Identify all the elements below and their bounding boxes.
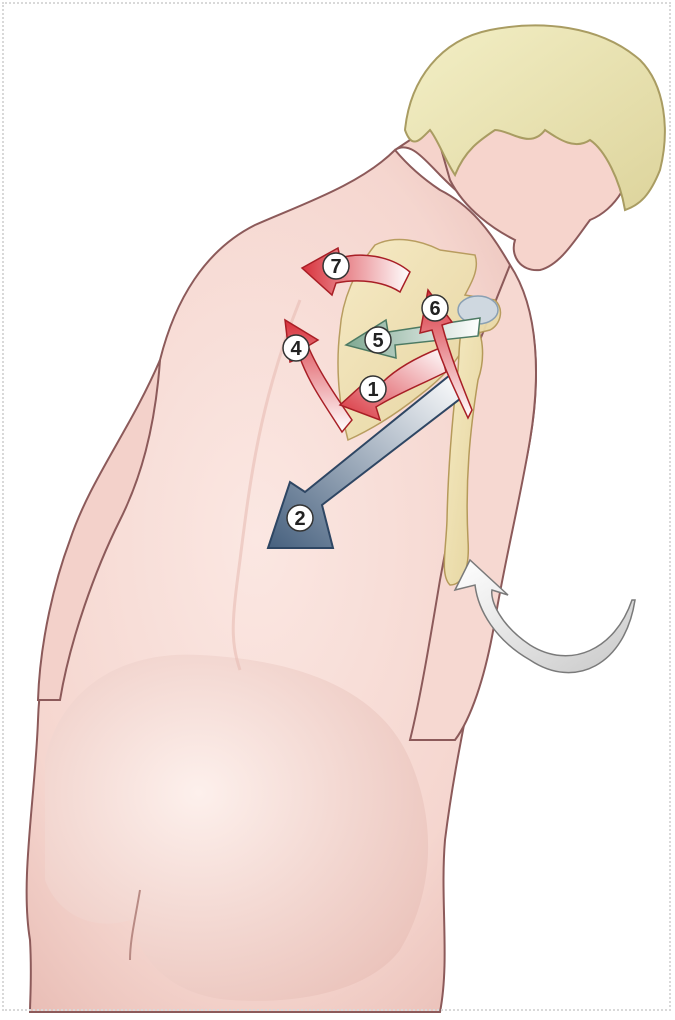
label-badge-2: 2 (287, 505, 313, 531)
label-badge-7: 7 (323, 253, 349, 279)
label-badge-1: 1 (360, 376, 386, 402)
label-5: 5 (372, 330, 383, 352)
label-badge-4: 4 (283, 335, 309, 361)
label-4: 4 (290, 338, 302, 360)
label-7: 7 (330, 256, 341, 278)
label-2: 2 (294, 508, 305, 530)
label-badge-6: 6 (422, 295, 448, 321)
label-1: 1 (367, 379, 378, 401)
label-badge-5: 5 (365, 327, 391, 353)
label-6: 6 (429, 298, 440, 320)
